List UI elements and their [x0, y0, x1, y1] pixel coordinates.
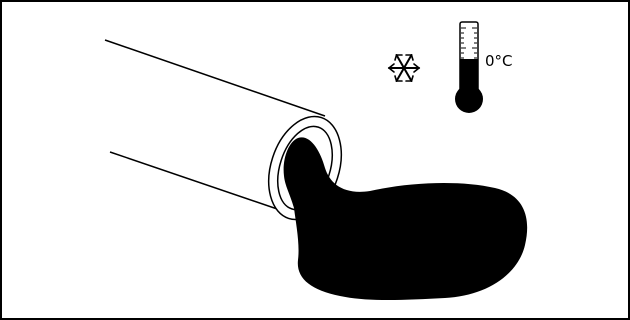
thermometer-bulb — [455, 85, 483, 113]
temperature-label: 0°C — [485, 52, 513, 70]
